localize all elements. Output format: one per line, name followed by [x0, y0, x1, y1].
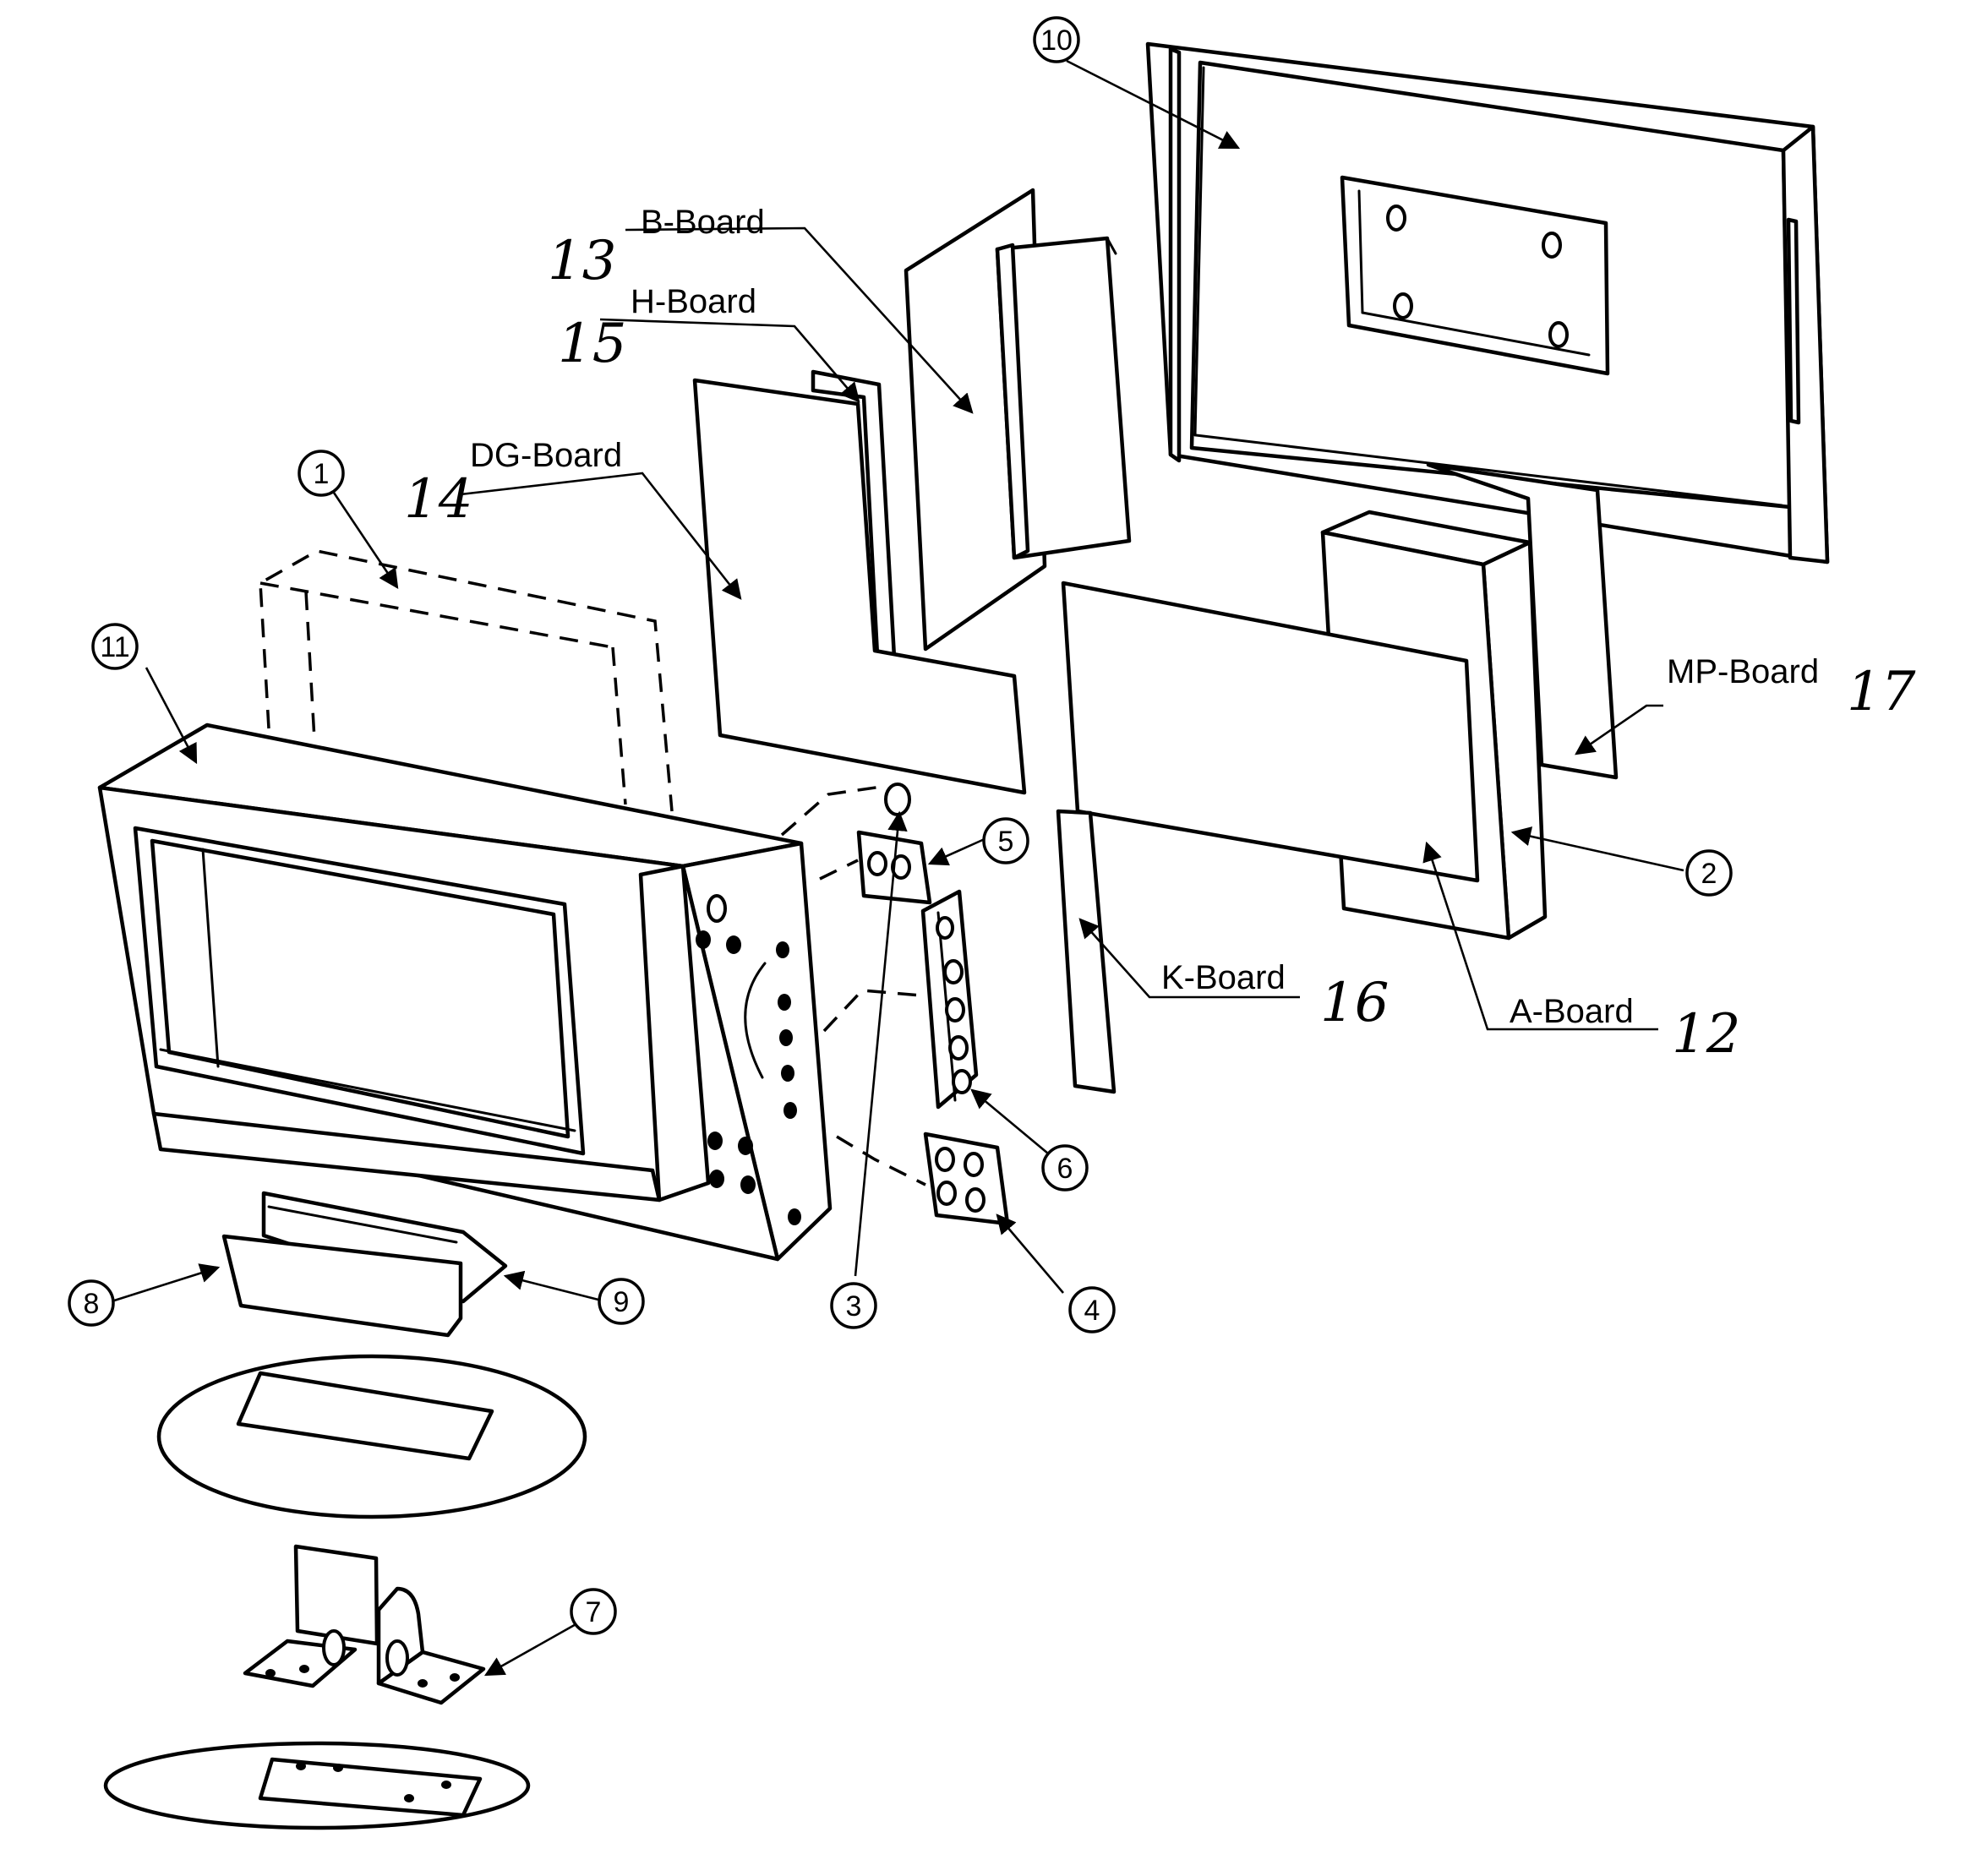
mp-board	[1426, 462, 1619, 780]
callout-8-number: 8	[84, 1288, 100, 1320]
label-dg-board: 14 DG-Board	[404, 437, 622, 531]
callout-6-number: 6	[1057, 1153, 1073, 1185]
mp-board-label: MP-Board	[1667, 653, 1819, 690]
callout-3-number: 3	[846, 1290, 862, 1322]
a-board-number: 12	[1672, 1003, 1740, 1066]
terminal-plate-4	[923, 1132, 1010, 1226]
dg-board-number: 14	[404, 468, 472, 531]
dg-board	[692, 378, 1027, 795]
label-b-board: 13 B-Board	[548, 204, 765, 292]
callout-7-number: 7	[586, 1596, 602, 1628]
callout-1: 1	[298, 450, 345, 497]
k-board-label: K-Board	[1161, 959, 1286, 996]
callout-9-number: 9	[614, 1286, 630, 1318]
dg-board-label: DG-Board	[470, 437, 622, 474]
k-board	[1056, 809, 1117, 1094]
callout-2: 2	[1685, 849, 1733, 897]
stand-bracket-7	[243, 1544, 486, 1705]
b-board-label: B-Board	[641, 204, 765, 241]
b-board	[904, 188, 1132, 652]
callout-6: 6	[1041, 1144, 1089, 1192]
callout-9: 9	[598, 1278, 645, 1325]
label-mp-board: MP-Board 17	[1667, 653, 1916, 723]
callout-4-number: 4	[1084, 1295, 1100, 1327]
mp-board-number: 17	[1847, 661, 1916, 723]
callout-8: 8	[68, 1279, 115, 1327]
k-board-number: 16	[1320, 972, 1389, 1034]
connector-bracket-5	[856, 783, 932, 905]
stand-cover	[221, 1191, 508, 1338]
label-a-board: A-Board 12	[1510, 993, 1740, 1066]
callout-2-number: 2	[1701, 858, 1717, 890]
main-board-assembly	[1061, 510, 1548, 941]
callout-7: 7	[570, 1588, 617, 1635]
stand-base-lower	[103, 1741, 531, 1830]
callout-10-number: 10	[1040, 25, 1073, 57]
callout-1-number: 1	[314, 458, 330, 490]
side-terminal-bar-6	[920, 889, 979, 1110]
a-board-label: A-Board	[1510, 993, 1634, 1030]
b-board-number: 13	[548, 230, 616, 292]
callout-11-number: 11	[100, 631, 129, 663]
display-panel-outline	[259, 549, 674, 812]
callout-4: 4	[1068, 1286, 1116, 1333]
callout-5-number: 5	[998, 826, 1014, 858]
callout-10: 10	[1033, 16, 1080, 63]
label-h-board: 15 H-Board	[558, 283, 756, 375]
leader-lines	[111, 59, 1684, 1677]
callout-3: 3	[830, 1282, 877, 1329]
rear-cabinet	[1145, 41, 1830, 564]
front-cabinet	[97, 723, 833, 1262]
stand-base-upper	[156, 1354, 587, 1519]
h-board-label: H-Board	[631, 283, 756, 320]
callout-11: 11	[91, 623, 139, 670]
label-k-board: K-Board 16	[1161, 959, 1389, 1034]
h-board-number: 15	[558, 313, 626, 375]
callout-5: 5	[982, 817, 1029, 864]
assembly-paths	[780, 784, 926, 1186]
